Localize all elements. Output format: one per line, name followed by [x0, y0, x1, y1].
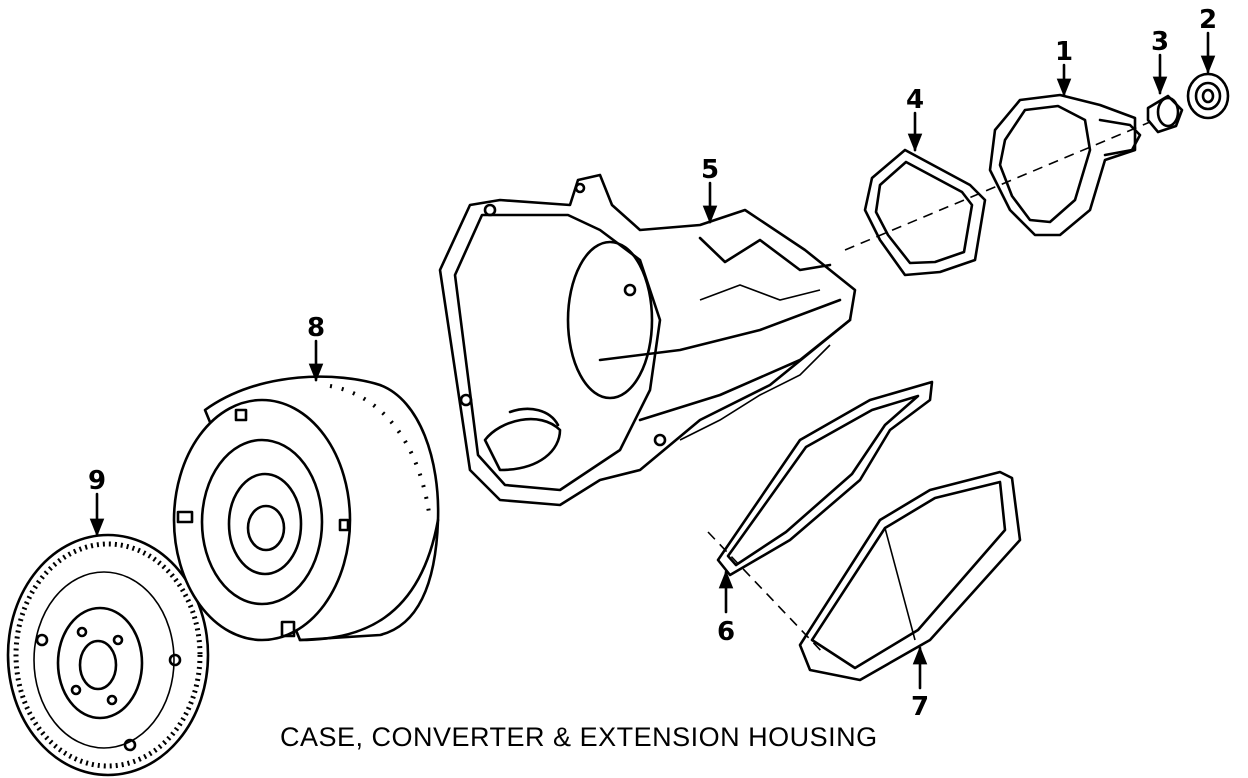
oil-pan-part-7	[798, 470, 1022, 682]
callout-5: 5	[701, 155, 719, 224]
callout-3: 3	[1151, 27, 1169, 95]
callout-label-2: 2	[1199, 5, 1217, 35]
callout-4: 4	[906, 85, 924, 152]
diagram-caption: CASE, CONVERTER & EXTENSION HOUSING	[280, 722, 878, 752]
pan-gasket-part-6	[716, 380, 934, 577]
transmission-case-part-5	[438, 173, 857, 507]
callout-label-1: 1	[1055, 37, 1073, 67]
extension-housing-part-1	[988, 93, 1142, 237]
callout-label-4: 4	[906, 85, 924, 115]
callout-8: 8	[307, 313, 325, 382]
seal-part-2	[1186, 72, 1230, 120]
torque-converter-part-8	[172, 375, 440, 642]
centerline	[844, 121, 1151, 251]
extension-gasket-part-4	[863, 148, 987, 277]
pan-centerline	[707, 531, 826, 656]
callout-label-7: 7	[911, 692, 929, 722]
callout-1: 1	[1055, 37, 1073, 97]
callout-label-3: 3	[1151, 27, 1169, 57]
callout-7: 7	[911, 646, 929, 722]
callout-label-5: 5	[701, 155, 719, 185]
callout-9: 9	[88, 466, 106, 537]
callout-2: 2	[1199, 5, 1217, 74]
callout-label-8: 8	[307, 313, 325, 343]
bushing-part-3	[1146, 94, 1184, 134]
callout-6: 6	[717, 570, 735, 647]
callout-label-6: 6	[717, 617, 735, 647]
flexplate-part-9	[6, 533, 210, 777]
callout-label-9: 9	[88, 466, 106, 496]
